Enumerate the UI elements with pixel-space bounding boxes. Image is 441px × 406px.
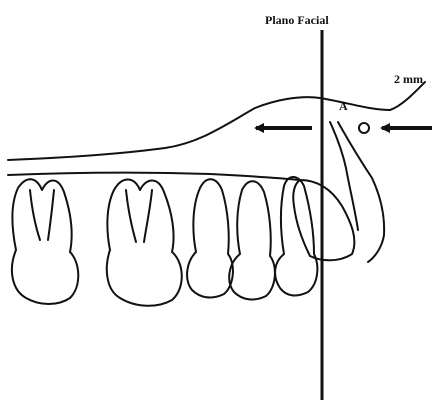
point-a-label: A xyxy=(339,99,348,113)
molar-1 xyxy=(12,179,78,304)
canine xyxy=(275,177,317,295)
incisor-crown xyxy=(293,180,354,260)
point-a-marker xyxy=(359,123,369,133)
measurement-label: 2 mm xyxy=(394,72,423,86)
facial-plane-label: Plano Facial xyxy=(265,13,329,27)
molar-2 xyxy=(107,180,182,306)
premaxilla-outline xyxy=(330,122,384,262)
premolar-2 xyxy=(229,181,275,299)
premolar-1 xyxy=(187,179,233,297)
